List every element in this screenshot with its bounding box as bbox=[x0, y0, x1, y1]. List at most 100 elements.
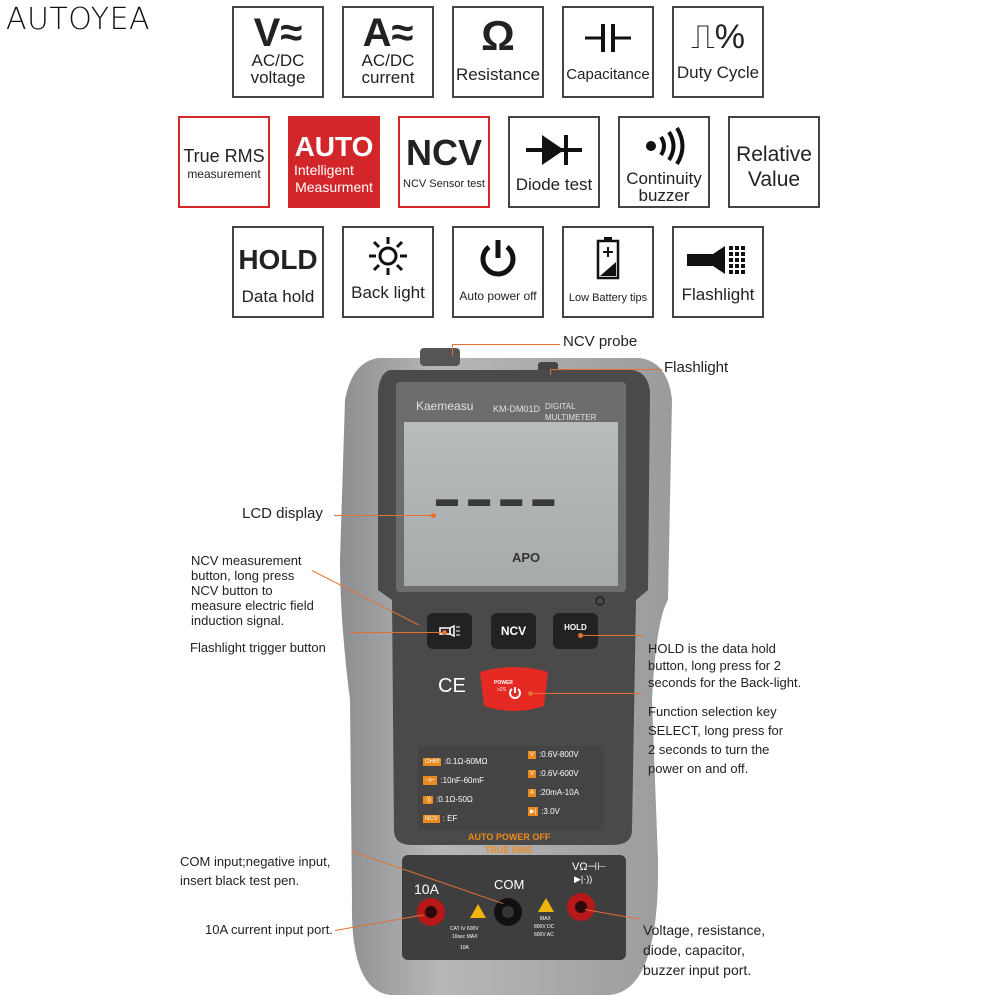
ncv-callout-line-2: button, long press bbox=[191, 568, 295, 583]
max-label: MAX bbox=[540, 916, 551, 922]
ncv-label: NCV Sensor test bbox=[403, 178, 485, 190]
vport-callout-line-1: Voltage, resistance, bbox=[643, 922, 766, 938]
brand-logo: AUTOYEA bbox=[6, 2, 151, 37]
range-tag: A bbox=[528, 788, 537, 797]
true-rms-sublabel: measurement bbox=[187, 167, 261, 181]
range-row: OHM:0.1Ω-60MΩ bbox=[423, 752, 518, 771]
feature-flashlight: Flashlight bbox=[672, 226, 764, 318]
feature-hold: HOLD Data hold bbox=[232, 226, 324, 318]
cat-sec: 10sec MAX bbox=[452, 934, 478, 940]
range-value: :0.1Ω-60MΩ bbox=[444, 757, 488, 766]
flashlight-button[interactable] bbox=[427, 613, 472, 649]
range-list-left: OHM:0.1Ω-60MΩ ⊣⊢:10nF-60mF ·)):0.1Ω-50Ω … bbox=[423, 752, 518, 828]
power-button-icon bbox=[509, 687, 521, 699]
callout-line bbox=[550, 369, 551, 375]
feature-true-rms: True RMS measurement bbox=[178, 116, 270, 208]
power-icon bbox=[454, 236, 542, 280]
capacitor-icon bbox=[564, 16, 652, 60]
select-callout-line-2: SELECT, long press for bbox=[648, 723, 784, 738]
com-callout-line-2: insert black test pen. bbox=[180, 873, 300, 888]
port-10a-label: 10A bbox=[414, 881, 439, 897]
range-value: : EF bbox=[442, 814, 458, 823]
range-row: ⊣⊢:10nF-60mF bbox=[423, 771, 518, 790]
lcd-reading: ▬ ▬ ▬ ▬ bbox=[436, 486, 557, 511]
device-brand: Kaemeasu bbox=[416, 399, 474, 413]
power-label: POWER bbox=[494, 680, 513, 686]
hold-button[interactable]: HOLD bbox=[553, 613, 598, 649]
ce-mark: CE bbox=[438, 675, 466, 697]
callout-line bbox=[334, 515, 432, 516]
feature-voltage: V≈ AC/DC voltage bbox=[232, 6, 324, 98]
lcd-apo: APO bbox=[512, 550, 541, 565]
capacitance-label: Capacitance bbox=[566, 66, 650, 83]
diode-label: Diode test bbox=[515, 175, 593, 194]
voltage-label-2: voltage bbox=[250, 68, 306, 87]
auto-label-1: Intelligent bbox=[294, 162, 354, 178]
ncv-callout-line-1: NCV measurement bbox=[191, 553, 302, 568]
hold-button-label: HOLD bbox=[564, 623, 587, 632]
com-callout-line-1: COM input;negative input, bbox=[180, 854, 331, 869]
max-dc: 800V DC bbox=[534, 924, 555, 930]
true-rms-text: TRUE RMS bbox=[485, 845, 532, 855]
ncv-title: NCV bbox=[405, 132, 482, 173]
ncv-button[interactable]: NCV bbox=[491, 613, 536, 649]
callout-line bbox=[452, 344, 453, 356]
range-tag: V bbox=[528, 750, 537, 759]
feature-ncv: NCV NCV Sensor test bbox=[398, 116, 490, 208]
max-ac: 600V AC bbox=[534, 932, 554, 938]
select-callout-line-3: 2 seconds to turn the bbox=[648, 742, 770, 757]
auto-power-off-label: Auto power off bbox=[459, 289, 537, 303]
hold-callout-line-2: button, long press for 2 bbox=[648, 658, 781, 673]
port-v-label-2: ▶|·)) bbox=[574, 874, 593, 884]
range-row: ▶|:3.0V bbox=[528, 802, 603, 821]
relative-label-1: Relative bbox=[736, 143, 812, 166]
auto-power-off-text: AUTO POWER OFF bbox=[468, 832, 551, 842]
callout-10a-port: 10A current input port. bbox=[205, 922, 333, 937]
bottom-10a: 10A bbox=[460, 945, 469, 951]
callout-line bbox=[580, 635, 644, 636]
feature-diode: Diode test bbox=[508, 116, 600, 208]
range-row: NCV: EF bbox=[423, 809, 518, 828]
range-tag: V bbox=[528, 769, 537, 778]
callout-line bbox=[584, 909, 640, 920]
range-row: V:0.6V-600V bbox=[528, 764, 603, 783]
cat-rating: CAT Ⅳ 600V bbox=[450, 926, 479, 932]
device-type-1: DIGITAL bbox=[545, 402, 576, 411]
ncv-callout-line-3: NCV button to bbox=[191, 583, 273, 598]
flashlight-icon bbox=[674, 238, 762, 282]
callout-com: COM input;negative input, insert black t… bbox=[180, 852, 330, 890]
ohm-icon: Ω bbox=[481, 12, 515, 59]
auto-title: AUTO bbox=[294, 131, 374, 162]
resistance-label: Resistance bbox=[455, 65, 541, 84]
callout-line bbox=[311, 570, 419, 626]
callout-ncv-probe: NCV probe bbox=[563, 333, 638, 350]
current-label-1: AC/DC bbox=[361, 51, 415, 70]
callout-dot bbox=[528, 691, 533, 696]
ncv-button-label: NCV bbox=[500, 624, 527, 638]
device-type-2: MULTIMETER bbox=[545, 413, 597, 422]
feature-low-battery: Low Battery tips bbox=[562, 226, 654, 318]
range-value: :0.1Ω-50Ω bbox=[436, 795, 473, 804]
range-tag: ▶| bbox=[528, 807, 539, 816]
feature-current: A≈ AC/DC current bbox=[342, 6, 434, 98]
select-callout-line-1: Function selection key bbox=[648, 704, 777, 719]
feature-duty-cycle: ⎍% Duty Cycle bbox=[672, 6, 764, 98]
ncv-callout-line-5: induction signal. bbox=[191, 613, 285, 628]
range-row: A:20mA-10A bbox=[528, 783, 603, 802]
feature-relative: Relative Value bbox=[728, 116, 820, 208]
power-select-button[interactable]: POWER >2S bbox=[484, 670, 546, 708]
relative-label-2: Value bbox=[747, 168, 801, 191]
current-label-2: current bbox=[361, 68, 415, 87]
callout-dot bbox=[442, 630, 447, 635]
range-row: ·)):0.1Ω-50Ω bbox=[423, 790, 518, 809]
callout-flashlight: Flashlight bbox=[664, 359, 729, 376]
callout-line bbox=[550, 369, 662, 370]
hold-title: HOLD bbox=[238, 244, 318, 275]
callout-line bbox=[335, 914, 424, 931]
continuity-label-1: Continuity bbox=[626, 169, 702, 188]
callout-line bbox=[452, 344, 560, 345]
vport-callout-line-3: buzzer input port. bbox=[643, 962, 752, 978]
callout-flashlight-button: Flashlight trigger button bbox=[190, 640, 326, 655]
callout-ncv-button: NCV measurement button, long press NCV b… bbox=[191, 553, 314, 628]
port-com-label: COM bbox=[494, 877, 525, 892]
